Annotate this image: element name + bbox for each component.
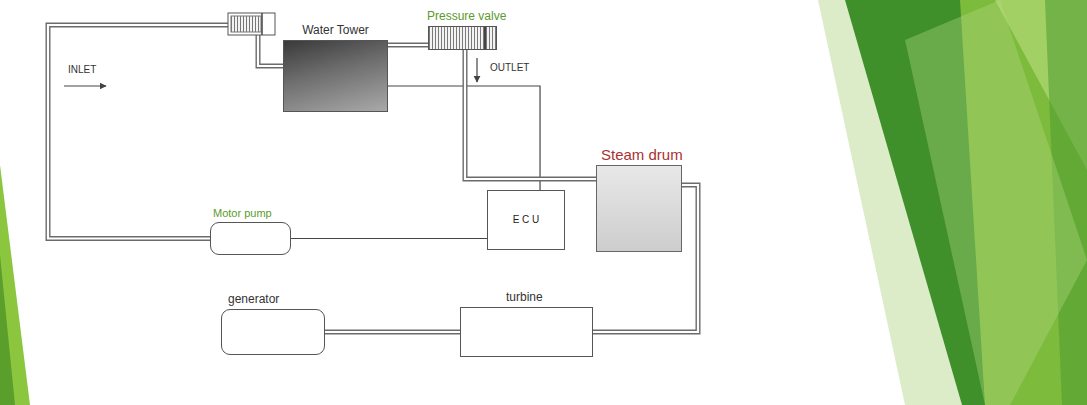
pipe-connector xyxy=(465,50,596,179)
pipe-wall xyxy=(48,25,283,239)
component-text: E C U xyxy=(513,214,540,226)
component-label: Steam drum xyxy=(601,146,683,163)
component-box: Pressure valve xyxy=(428,26,497,50)
component-label: Motor pump xyxy=(213,207,272,220)
pipe-bore xyxy=(48,25,283,239)
component-box: turbine xyxy=(460,307,593,357)
slide-decoration xyxy=(0,255,15,405)
flow-arrow xyxy=(476,58,477,82)
pipe-bore xyxy=(325,331,460,333)
component-box: E C U xyxy=(487,190,565,250)
pipe-bore xyxy=(465,50,596,179)
component-box: Water Tower xyxy=(283,40,388,112)
component-label: Pressure valve xyxy=(427,10,506,24)
flow-arrow xyxy=(64,85,106,86)
inlet-valve xyxy=(228,13,275,35)
flow-label: OUTLET xyxy=(490,62,529,74)
component-label: generator xyxy=(228,293,279,307)
component-box: Motor pump xyxy=(210,222,291,255)
component-label: turbine xyxy=(506,291,543,305)
signal-wire xyxy=(291,238,487,239)
pipe-wall xyxy=(388,43,428,48)
component-box: generator xyxy=(221,309,325,355)
slide-decoration xyxy=(905,0,1087,405)
wire-line xyxy=(291,238,487,239)
pipe-connector xyxy=(48,25,283,239)
component-box: Steam drum xyxy=(596,165,682,252)
inlet-valve-divider xyxy=(261,13,263,35)
pipe-connector xyxy=(388,45,428,46)
pipe-wall xyxy=(325,330,460,335)
pipe-bore xyxy=(388,44,428,46)
inlet-valve-hatch xyxy=(231,16,261,32)
flow-label: INLET xyxy=(68,64,96,76)
pipe-wall xyxy=(465,50,596,179)
pipe-connector xyxy=(325,332,460,333)
component-label: Water Tower xyxy=(302,24,369,38)
slide-decoration xyxy=(0,165,30,405)
